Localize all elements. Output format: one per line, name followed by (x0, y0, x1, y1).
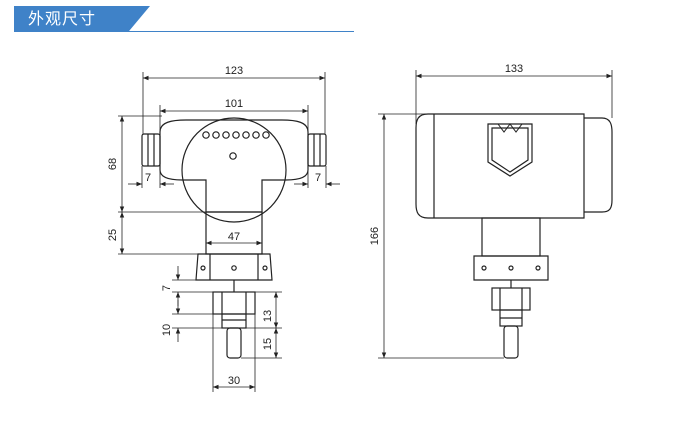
side-dimension-lines (378, 70, 613, 359)
dim-133: 133 (505, 63, 523, 75)
side-rear-cap (584, 117, 613, 213)
front-fitting (212, 291, 256, 315)
front-probe (226, 327, 242, 359)
side-probe (503, 325, 519, 359)
dim-7-right: 7 (315, 172, 321, 184)
section-title: 外观尺寸 (14, 6, 150, 32)
shield-icon (487, 123, 533, 177)
side-view (415, 113, 613, 359)
dim-15: 15 (262, 338, 274, 350)
dim-7-hex: 7 (161, 285, 173, 291)
header-band: 外观尺寸 (0, 0, 680, 40)
left-cable-gland (141, 133, 161, 167)
right-cable-gland (307, 133, 327, 167)
dim-13: 13 (262, 310, 274, 322)
front-hex-nut (195, 253, 273, 281)
dim-101: 101 (225, 98, 243, 110)
front-cover (181, 117, 287, 223)
header-underline (14, 31, 354, 32)
dim-68: 68 (107, 158, 119, 170)
front-dimension-lines (118, 72, 340, 392)
dim-166: 166 (369, 227, 381, 245)
side-housing (415, 113, 585, 219)
front-housing (159, 119, 309, 213)
dim-10: 10 (161, 324, 173, 336)
side-neck (481, 217, 541, 257)
dim-7-left: 7 (145, 172, 151, 184)
front-dimension-labels: 123 101 68 25 7 7 47 7 10 13 15 30 (107, 65, 321, 387)
dim-30: 30 (228, 375, 240, 387)
side-hex-nut (473, 255, 549, 281)
front-view (141, 117, 327, 359)
terminal-dots (202, 131, 270, 160)
dim-47: 47 (228, 231, 240, 243)
side-fitting (491, 287, 531, 311)
dim-25: 25 (107, 229, 119, 241)
dim-123: 123 (225, 65, 243, 77)
side-dimension-labels: 133 166 (369, 63, 523, 245)
